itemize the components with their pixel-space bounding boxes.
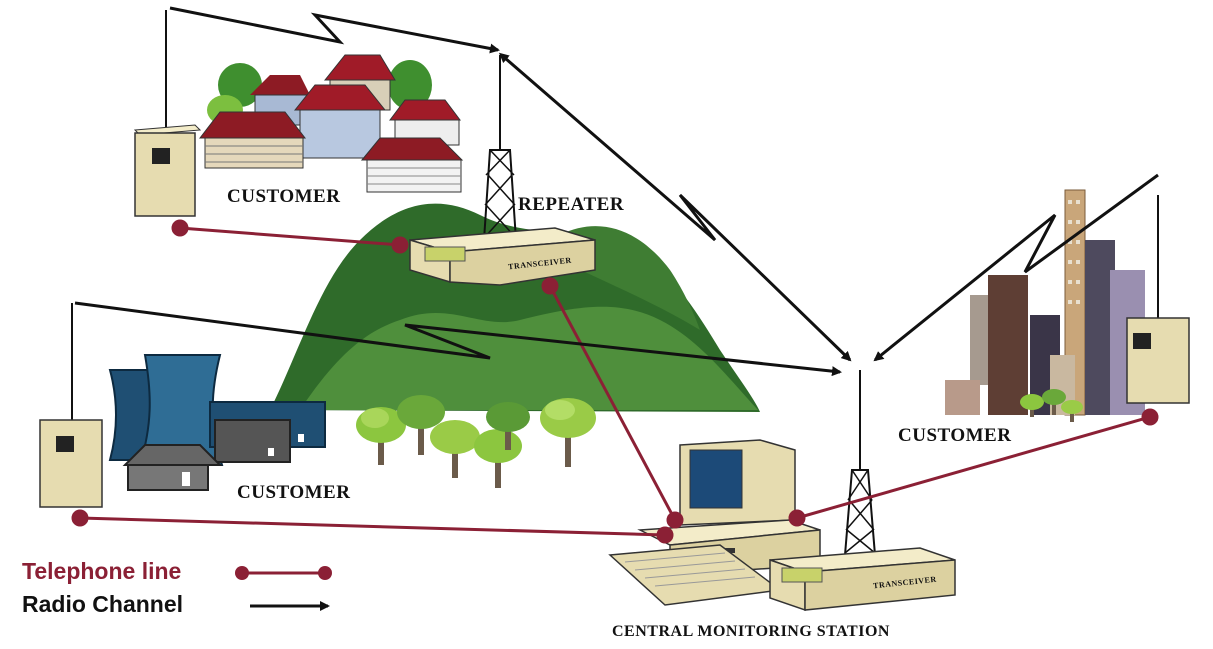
computer <box>608 439 821 606</box>
power-plant <box>108 354 326 491</box>
customer-panel-top <box>133 10 202 217</box>
label-repeater: REPEATER <box>518 194 625 215</box>
repeater-tower <box>482 55 518 241</box>
trees <box>356 395 596 488</box>
legend-radio-channel: Radio Channel <box>22 591 184 617</box>
city-buildings <box>945 189 1145 422</box>
customer-panel-left <box>39 303 103 508</box>
label-central-station: CENTRAL MONITORING STATION <box>612 623 890 640</box>
houses <box>198 54 464 193</box>
station-transceiver <box>769 547 956 612</box>
label-customer-top: CUSTOMER <box>227 186 341 207</box>
legend-telephone-line: Telephone line <box>22 558 182 584</box>
label-customer-left: CUSTOMER <box>237 482 351 503</box>
central-tower <box>843 370 877 556</box>
legend-telephone-symbol <box>235 566 332 580</box>
radio-channels <box>74 6 1159 377</box>
label-customer-right: CUSTOMER <box>898 425 1012 446</box>
customer-panel-right <box>1126 195 1190 404</box>
